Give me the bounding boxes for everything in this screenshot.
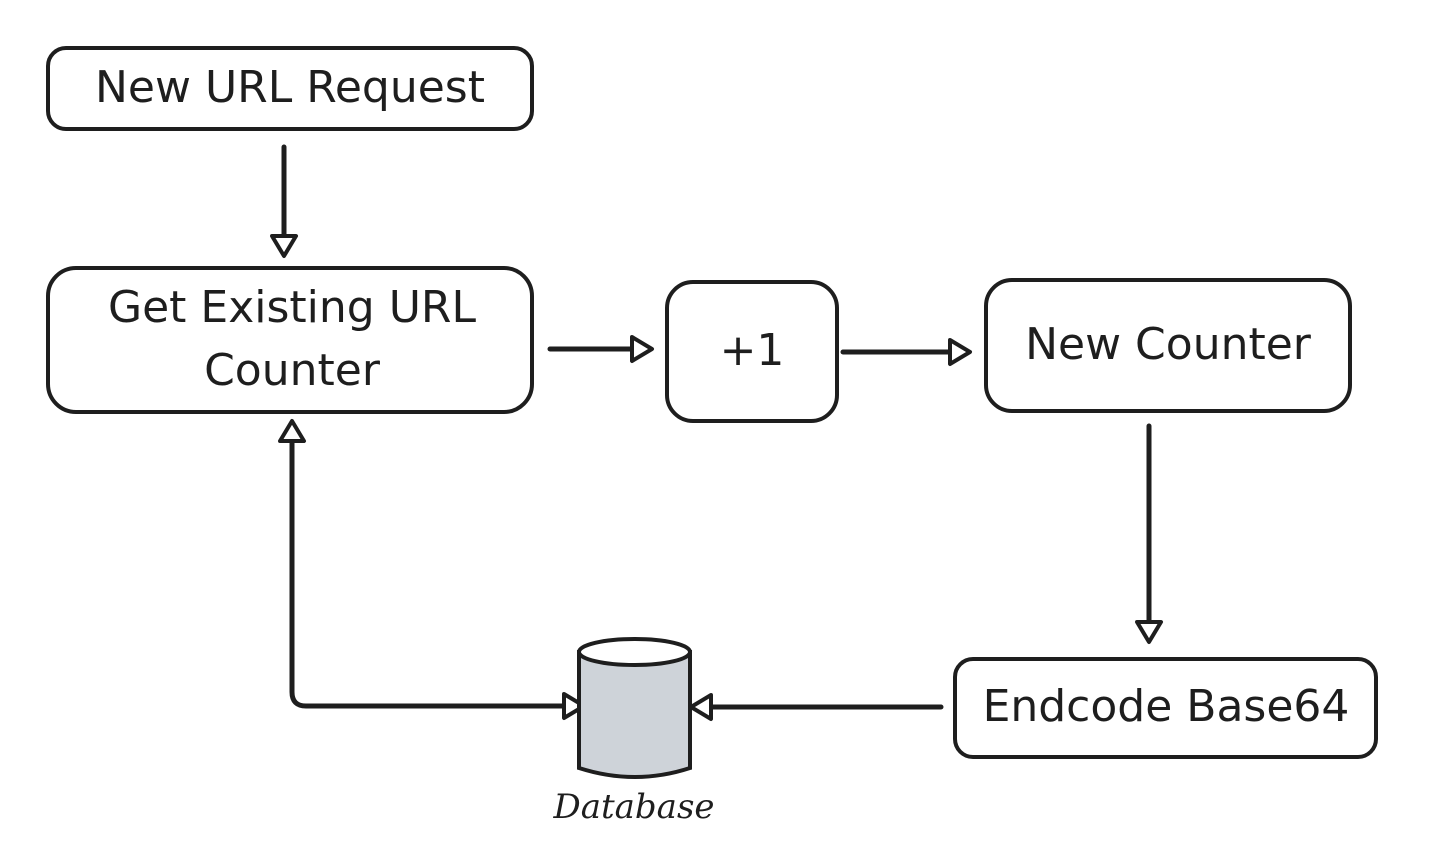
edge-new-counter-to-encode: [1135, 423, 1163, 644]
node-label: Endcode Base64: [983, 681, 1350, 732]
node-label-line-2: Counter: [204, 345, 381, 396]
edges: [270, 144, 1163, 721]
edge-request-to-get-counter: [270, 144, 298, 258]
node-new-url-request: New URL Request: [46, 46, 534, 131]
arrowhead: [630, 335, 654, 363]
arrowhead: [270, 234, 298, 258]
arrowhead: [278, 419, 306, 443]
edge-database-to-get-counter: [278, 419, 586, 720]
arrowhead: [948, 338, 972, 366]
node-label: New Counter: [1025, 319, 1312, 370]
node-get-existing-url-counter: Get Existing URL Counter: [46, 266, 534, 414]
database-icon: [577, 637, 692, 779]
edge-encode-to-database: [689, 693, 944, 721]
node-encode-base64: Endcode Base64: [953, 657, 1378, 759]
arrowhead: [562, 692, 586, 720]
node-increment: +1: [665, 280, 839, 423]
database-label: Database: [552, 787, 714, 827]
arrowhead: [1135, 620, 1163, 644]
node-label-line-1: Get Existing URL: [108, 282, 476, 333]
edge-get-counter-to-increment: [547, 335, 654, 363]
arrowhead: [689, 693, 713, 721]
node-new-counter: New Counter: [984, 278, 1352, 413]
database-node: Database: [552, 637, 715, 827]
edge-increment-to-new-counter: [840, 338, 972, 366]
node-label: New URL Request: [95, 62, 485, 113]
node-label: +1: [720, 325, 785, 376]
